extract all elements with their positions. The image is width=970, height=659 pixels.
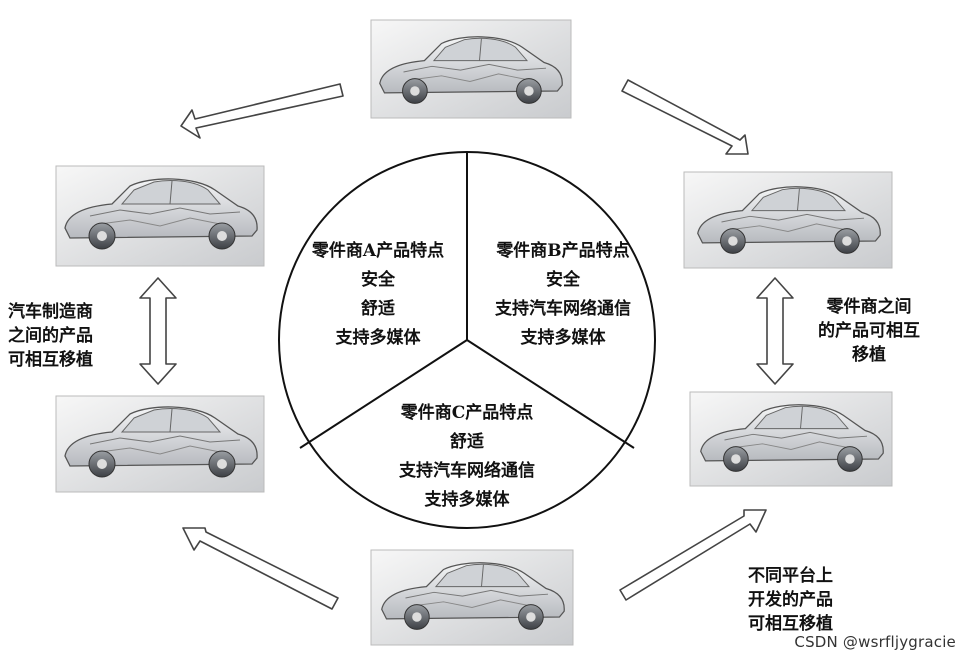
car-cutaway-lower-right-icon — [689, 391, 893, 487]
arrow-bottom-to-right — [619, 509, 767, 601]
segment-a-line-4: 支持多媒体 — [336, 327, 422, 348]
segment-c-line-3: 支持汽车网络通信 — [399, 460, 535, 481]
left-label-line-1: 汽车制造商 — [8, 302, 93, 322]
segment-a-line-3: 舒适 — [361, 298, 395, 319]
bottom-right-label-line-1: 不同平台上 — [748, 566, 833, 586]
segment-b-line-1: 零件商B产品特点 — [495, 240, 629, 261]
bottom-right-label-line-3: 可相互移植 — [748, 614, 833, 634]
car-cutaway-top-icon — [370, 19, 572, 119]
car-cutaway-upper-right-icon — [683, 171, 893, 269]
bottom-right-label-line-2: 开发的产品 — [748, 590, 833, 610]
segment-a-line-1: 零件商A产品特点 — [311, 240, 444, 261]
segment-b-line-3: 支持汽车网络通信 — [495, 298, 631, 319]
segment-b-line-4: 支持多媒体 — [521, 327, 607, 348]
segment-c-line-4: 支持多媒体 — [425, 489, 511, 510]
left-label: 汽车制造商 之间的产品 可相互移植 — [8, 300, 93, 372]
arrow-right-double — [756, 277, 794, 385]
pie-divider-left — [299, 339, 468, 449]
segment-a-line-2: 安全 — [361, 269, 396, 290]
supplier-pie: 零件商A产品特点 安全 舒适 支持多媒体 零件商B产品特点 安全 支持汽车网络通… — [278, 151, 656, 529]
pie-divider-right — [466, 339, 635, 449]
arrow-top-to-left — [180, 83, 344, 139]
arrow-top-to-right — [621, 79, 749, 155]
segment-b-line-2: 安全 — [546, 269, 581, 290]
segment-c-line-1: 零件商C产品特点 — [400, 402, 534, 423]
segment-c-line-2: 舒适 — [450, 431, 484, 452]
left-label-line-3: 可相互移植 — [8, 350, 93, 370]
right-label-line-3: 移植 — [852, 345, 886, 365]
car-cutaway-lower-left-icon — [55, 395, 265, 493]
arrow-bottom-to-left — [182, 527, 339, 610]
right-label: 零件商之间 的产品可相互 移植 — [818, 295, 920, 367]
right-label-line-1: 零件商之间 — [826, 297, 912, 317]
car-cutaway-upper-left-icon — [55, 165, 265, 267]
left-label-line-2: 之间的产品 — [8, 326, 93, 346]
arrow-left-double — [139, 277, 177, 385]
right-label-line-2: 的产品可相互 — [818, 321, 920, 341]
car-cutaway-bottom-icon — [370, 549, 574, 646]
watermark: CSDN @wsrfljygracie — [794, 633, 956, 651]
bottom-right-label: 不同平台上 开发的产品 可相互移植 — [748, 564, 833, 636]
